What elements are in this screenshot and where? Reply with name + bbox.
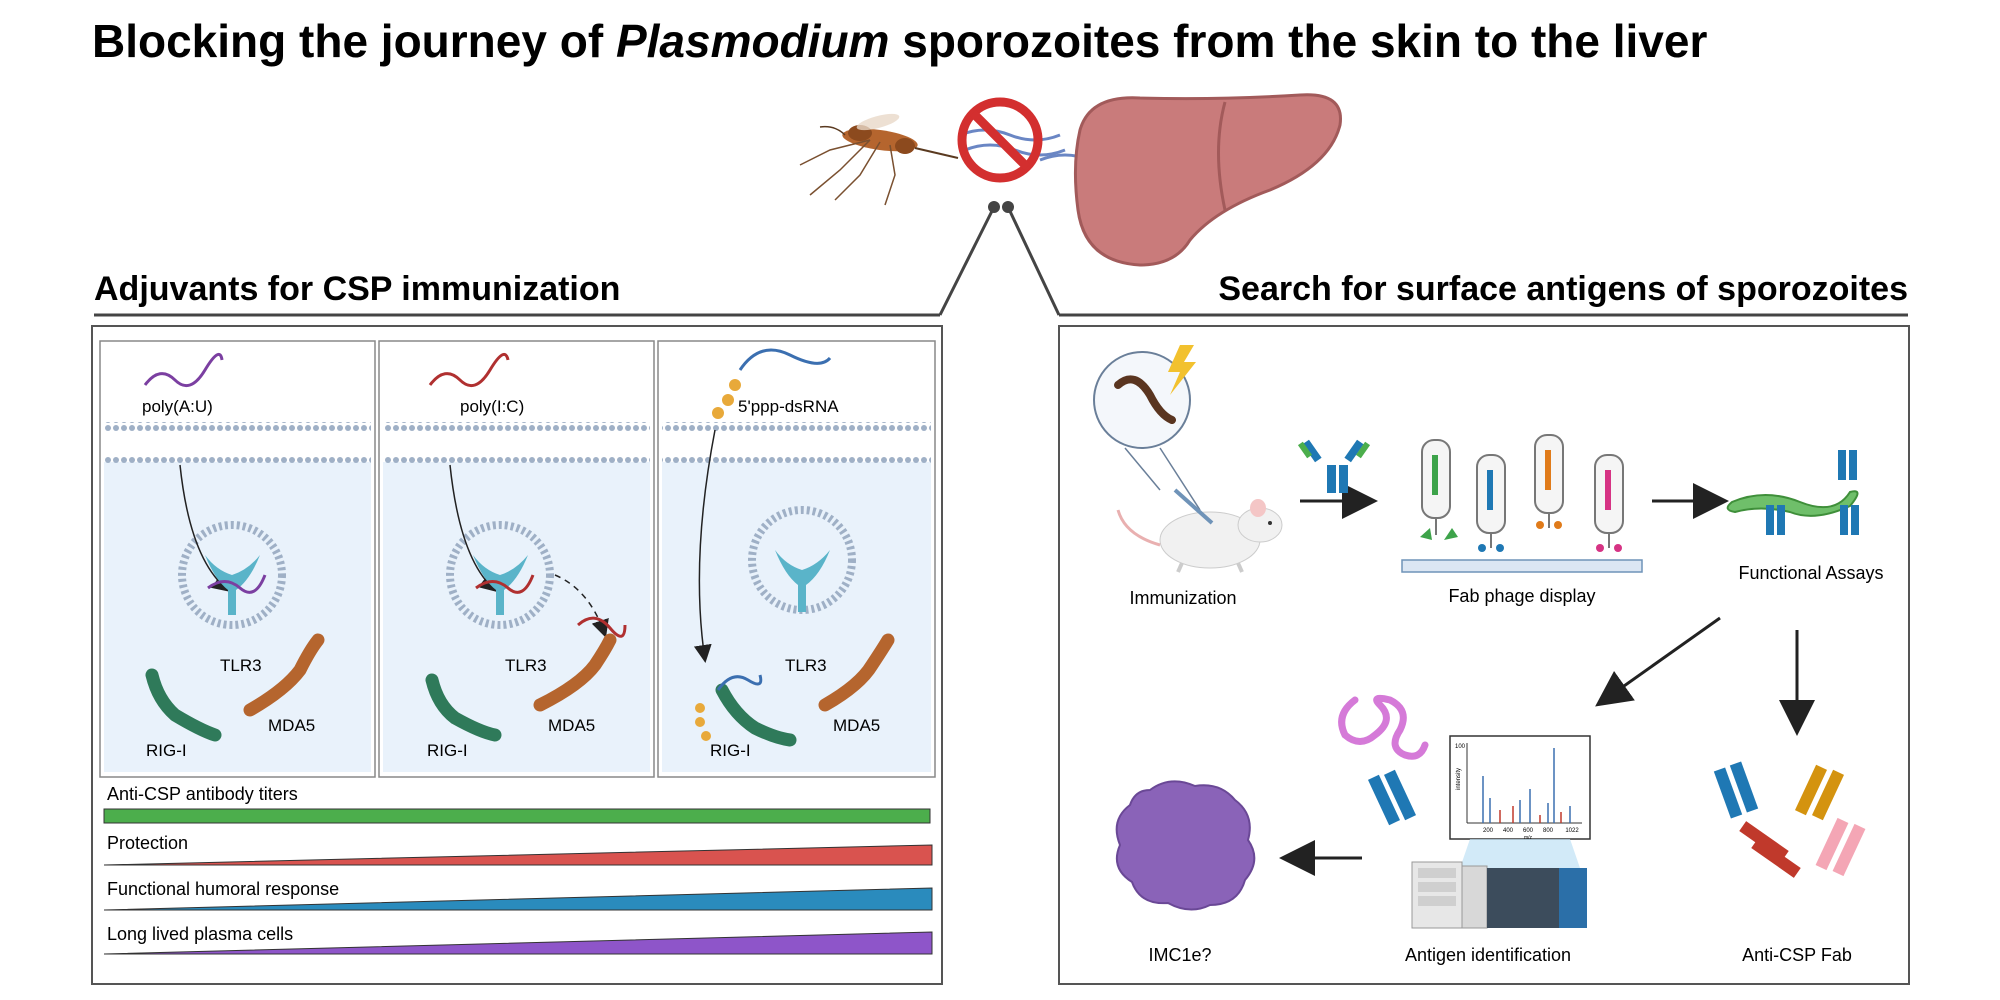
adjuvant-column-3: 5'ppp-dsRNA TLR3 MDA5 RIG-I [657, 340, 936, 778]
sporozoite-cell [1726, 490, 1859, 517]
step-label: Anti-CSP Fab [1742, 945, 1852, 965]
adjuvant-column-1: poly(A:U) TLR3 MDA5 RIG-I [99, 340, 376, 778]
rigi-label: RIG-I [710, 741, 751, 760]
tlr3-label: TLR3 [220, 656, 262, 675]
mouse-icon [1116, 499, 1283, 573]
bar-label: Long lived plasma cells [107, 924, 293, 944]
right-panel-heading: Search for surface antigens of sporozoit… [1218, 270, 1908, 308]
ms-tick: 1022 [1565, 828, 1579, 834]
liver-illustration [1073, 93, 1342, 267]
ms-tick: 400 [1503, 828, 1514, 834]
left-panel-heading: Adjuvants for CSP immunization [94, 270, 620, 308]
antibody-icon [1838, 450, 1859, 535]
ligand-label: 5'ppp-dsRNA [738, 397, 839, 416]
prohibited-icon [957, 97, 1043, 183]
rigi-protein [715, 683, 797, 747]
mosquito-illustration [799, 113, 959, 206]
ms-peaks [1482, 748, 1571, 823]
ms-y-top: 100 [1455, 744, 1466, 750]
mass-spectrum-inset: 100 intensity 200 400 600 800 1022 m/z [1449, 735, 1591, 841]
zoom-cone [1460, 839, 1580, 868]
anti-csp-fab-step: Anti-CSP Fab [1713, 761, 1866, 965]
ligand-label: poly(A:U) [142, 397, 213, 416]
sporozoite-icon [1114, 375, 1176, 424]
step-label: Functional Assays [1738, 563, 1883, 583]
tlr3-receptor [205, 555, 260, 615]
bar-protection [103, 844, 933, 866]
bar-antibody-titers [103, 808, 931, 824]
mda5-label: MDA5 [833, 716, 880, 735]
lightning-icon [1168, 345, 1196, 395]
imc1e-protein [1115, 780, 1256, 911]
triphosphate-cap [712, 407, 724, 419]
step-label: Immunization [1129, 588, 1236, 608]
dsrna-strand [428, 352, 510, 388]
tlr3-receptor [473, 555, 528, 615]
functional-assays-step: Functional Assays [1726, 450, 1884, 583]
step-label: IMC1e? [1148, 945, 1211, 965]
ms-y-label: intensity [1456, 768, 1462, 790]
mda5-label: MDA5 [268, 716, 315, 735]
tlr3-label: TLR3 [785, 656, 827, 675]
mass-spectrometer [1411, 861, 1587, 929]
mda5-protein [243, 633, 325, 717]
ms-x-label: m/z [1524, 835, 1533, 841]
endosome [178, 521, 286, 629]
antibody-icon [1766, 505, 1785, 535]
phage-display-step: Fab phage display [1401, 434, 1643, 606]
imc1e-step: IMC1e? [1115, 780, 1256, 965]
immunization-step: Immunization [1093, 345, 1283, 608]
step-label: Fab phage display [1448, 586, 1595, 606]
bar-label: Anti-CSP antibody titers [107, 784, 298, 804]
mda5-label: MDA5 [548, 716, 595, 735]
bar-plasma-cells [103, 931, 933, 955]
mda5-protein [818, 633, 895, 712]
rigi-label: RIG-I [146, 741, 187, 760]
step-label: Antigen identification [1405, 945, 1571, 965]
syringe-icon [1173, 488, 1214, 525]
antigen-identification-step: 100 intensity 200 400 600 800 1022 m/z [1338, 694, 1591, 965]
rigi-label: RIG-I [427, 741, 468, 760]
mda5-protein [533, 633, 617, 712]
ligand-label: poly(I:C) [460, 397, 524, 416]
fab-fragment-orange [1794, 764, 1845, 821]
bar-label: Protection [107, 833, 188, 853]
antigen-protein [1338, 694, 1429, 760]
zoom-bubble [1093, 351, 1191, 449]
fab-fragment-red [1739, 821, 1801, 878]
rigi-protein [145, 668, 222, 742]
bar-label: Functional humoral response [107, 879, 339, 899]
antibody-icon [1297, 439, 1371, 493]
zoom-connector [94, 201, 1908, 317]
dsrna-strand [143, 352, 224, 388]
antibody-icon [1367, 769, 1417, 826]
tlr3-label: TLR3 [505, 656, 547, 675]
fab-fragment-blue [1713, 761, 1759, 819]
dsrna-strand [738, 348, 832, 371]
phage-particle [1476, 454, 1506, 552]
phage-particle [1594, 454, 1624, 552]
ms-tick: 800 [1543, 828, 1554, 834]
phage-particle [1534, 434, 1564, 529]
plate-surface [1401, 559, 1643, 573]
page-title: Blocking the journey of Plasmodium sporo… [92, 15, 1707, 67]
bar-humoral-response [103, 887, 933, 911]
rigi-protein [425, 673, 502, 742]
fab-fragment-pink [1815, 817, 1866, 877]
endosome [446, 521, 554, 629]
adjuvant-column-2: poly(I:C) TLR3 MDA5 RIG-I [378, 340, 655, 778]
ms-tick: 600 [1523, 828, 1534, 834]
comparison-bars: Anti-CSP antibody titers Protection Func… [103, 784, 933, 955]
tlr3-receptor [775, 550, 830, 612]
ms-tick: 200 [1483, 828, 1494, 834]
phage-particle [1420, 439, 1458, 540]
